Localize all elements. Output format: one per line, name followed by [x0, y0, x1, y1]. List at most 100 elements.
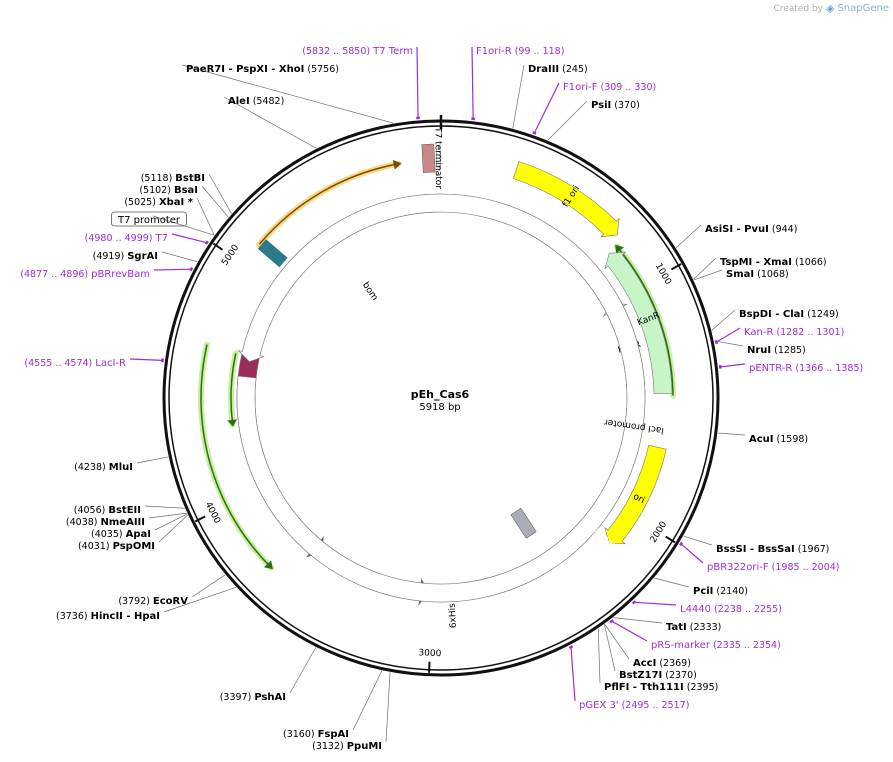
primer-coord: (309 .. 330) [597, 82, 656, 93]
feature-box[interactable] [421, 143, 436, 173]
primer-name: Kan-R [744, 327, 773, 338]
ruler-tick-label: 1000 [653, 262, 673, 287]
enzyme-label[interactable]: BspDI - ClaI (1249) [739, 309, 839, 320]
primer-label[interactable]: (4555 .. 4574) LacI-R [24, 358, 126, 369]
enzyme-coord: (5025) [124, 197, 159, 208]
primer-label[interactable]: (5832 .. 5850) T7 Term [302, 46, 413, 57]
enzyme-coord: (4919) [93, 251, 128, 262]
ruler-tick [671, 263, 682, 271]
enzyme-label[interactable]: PciI (2140) [693, 586, 748, 597]
feature-arrow[interactable] [236, 193, 646, 603]
enzyme-label[interactable]: (4238) MluI [74, 462, 133, 473]
enzyme-label[interactable]: TspMI - XmaI (1066) [720, 257, 827, 268]
site-leader-line [171, 233, 207, 244]
enzyme-label[interactable]: (4056) BstEII [74, 505, 141, 516]
site-leader-line [158, 514, 188, 543]
backbone-ring [162, 115, 720, 677]
primer-label[interactable]: pENTR-R (1366 .. 1385) [749, 363, 863, 374]
site-leader-line [693, 257, 717, 280]
enzyme-coord: (1598) [774, 434, 809, 445]
primer-label[interactable]: F1ori-F (309 .. 330) [563, 82, 656, 93]
enzyme-name-extra: - Tth111I [629, 682, 683, 693]
enzyme-coord: (2395) [684, 682, 719, 693]
feature-arrow[interactable] [604, 444, 667, 545]
enzyme-coord: (1285) [771, 345, 806, 356]
enzyme-name: SmaI [726, 269, 754, 280]
enzyme-label[interactable]: AccI (2369) [633, 658, 691, 669]
feature-arrow[interactable] [435, 144, 442, 172]
primer-label[interactable]: L4440 (2238 .. 2255) [680, 604, 782, 615]
enzyme-label[interactable]: AcuI (1598) [749, 434, 808, 445]
site-leader-line [512, 64, 525, 129]
feature-callout-label[interactable]: T7 promoter [117, 215, 181, 226]
site-leader-line [711, 309, 736, 331]
enzyme-name: AccI [633, 658, 656, 669]
site-leader-line [570, 647, 576, 702]
app-name: SnapGene [837, 3, 889, 14]
primer-label[interactable]: pGEX 3' (2495 .. 2517) [579, 700, 689, 711]
enzyme-name: EcoRV [153, 596, 188, 607]
feature-box[interactable] [510, 507, 537, 539]
enzyme-label[interactable]: (3132) PpuMI [312, 741, 382, 752]
primer-label[interactable]: (4980 .. 4999) T7 [85, 233, 168, 244]
enzyme-label[interactable]: PsiI (370) [591, 100, 640, 111]
feature-label: T7 terminator [432, 126, 443, 189]
primer-mark [609, 619, 614, 624]
enzyme-label[interactable]: PaeR7I - PspXI - XhoI (5756) [186, 64, 339, 75]
enzyme-name-extra: - HpaI [123, 611, 160, 622]
feature-arrow[interactable] [512, 161, 620, 238]
feature-box[interactable] [257, 239, 288, 268]
enzyme-label[interactable]: SmaI (1068) [726, 269, 789, 280]
enzyme-label[interactable]: (4031) PspOMI [78, 541, 155, 552]
enzyme-coord: (245) [559, 64, 588, 75]
enzyme-coord: (1249) [804, 309, 839, 320]
enzyme-label[interactable]: PflFI - Tth111I (2395) [604, 682, 718, 693]
enzyme-label[interactable]: (5102) BsaI [139, 185, 198, 196]
primer-label[interactable]: pBR322ori-F (1985 .. 2004) [707, 562, 840, 573]
enzyme-label[interactable]: BstZ17I (2370) [619, 670, 697, 681]
enzyme-label[interactable]: DraIII (245) [528, 64, 588, 75]
primer-coord: (1282 .. 1301) [773, 327, 844, 338]
enzyme-label[interactable]: (5118) BstBI [141, 173, 205, 184]
site-leader-line [603, 624, 616, 672]
enzyme-name-extra: - XmaI [752, 257, 792, 268]
primer-name: pBR322ori-F [707, 562, 769, 573]
enzyme-label[interactable]: (4038) NmeAIII [66, 517, 145, 528]
site-leader-line [611, 620, 648, 642]
enzyme-label[interactable]: AsiSI - PvuI (944) [705, 224, 797, 235]
feature-label: bom [360, 281, 379, 303]
enzyme-label[interactable]: (4919) SgrAI [93, 251, 158, 262]
enzyme-coord: (4031) [78, 541, 113, 552]
enzyme-coord: (4038) [66, 517, 101, 528]
enzyme-label[interactable]: (4035) ApaI [91, 529, 151, 540]
enzyme-name-extra: - XhoI [268, 64, 305, 75]
enzyme-coord: (3160) [283, 729, 318, 740]
site-leader-line [196, 197, 215, 236]
primer-label[interactable]: (4877 .. 4896) pBRrevBam [20, 269, 150, 280]
enzyme-label[interactable]: (3160) FspAI [283, 729, 349, 740]
primer-name: F1ori-F [563, 82, 598, 93]
enzyme-coord: (5482) [250, 96, 285, 107]
primer-coord: (1985 .. 2004) [769, 562, 840, 573]
enzyme-label[interactable]: BssSI - BssSaI (1967) [716, 544, 829, 555]
orf-arc [200, 344, 272, 569]
enzyme-label[interactable]: NruI (1285) [747, 345, 806, 356]
enzyme-name: NruI [747, 345, 771, 356]
site-leader-line [613, 617, 663, 624]
primer-label[interactable]: F1ori-R (99 .. 118) [476, 46, 564, 57]
feature-arrow[interactable] [604, 252, 673, 394]
enzyme-label[interactable]: (3397) PshAI [220, 692, 286, 703]
enzyme-name: BstZ17I [619, 670, 662, 681]
enzyme-label[interactable]: (3736) HincII - HpaI [56, 611, 160, 622]
enzyme-coord: (5756) [304, 64, 339, 75]
ruler-tick-label: 4000 [203, 500, 222, 525]
enzyme-label[interactable]: (5025) XbaI * [124, 197, 193, 208]
enzyme-label[interactable]: TatI (2333) [666, 622, 721, 633]
primer-label[interactable]: pRS-marker (2335 .. 2354) [651, 640, 781, 651]
primer-label[interactable]: Kan-R (1282 .. 1301) [744, 327, 844, 338]
site-leader-line [693, 269, 723, 281]
enzyme-name: PspOMI [113, 541, 155, 552]
enzyme-label[interactable]: AleI (5482) [228, 96, 284, 107]
enzyme-label[interactable]: (3792) EcoRV [118, 596, 188, 607]
site-leader-line [720, 363, 746, 368]
